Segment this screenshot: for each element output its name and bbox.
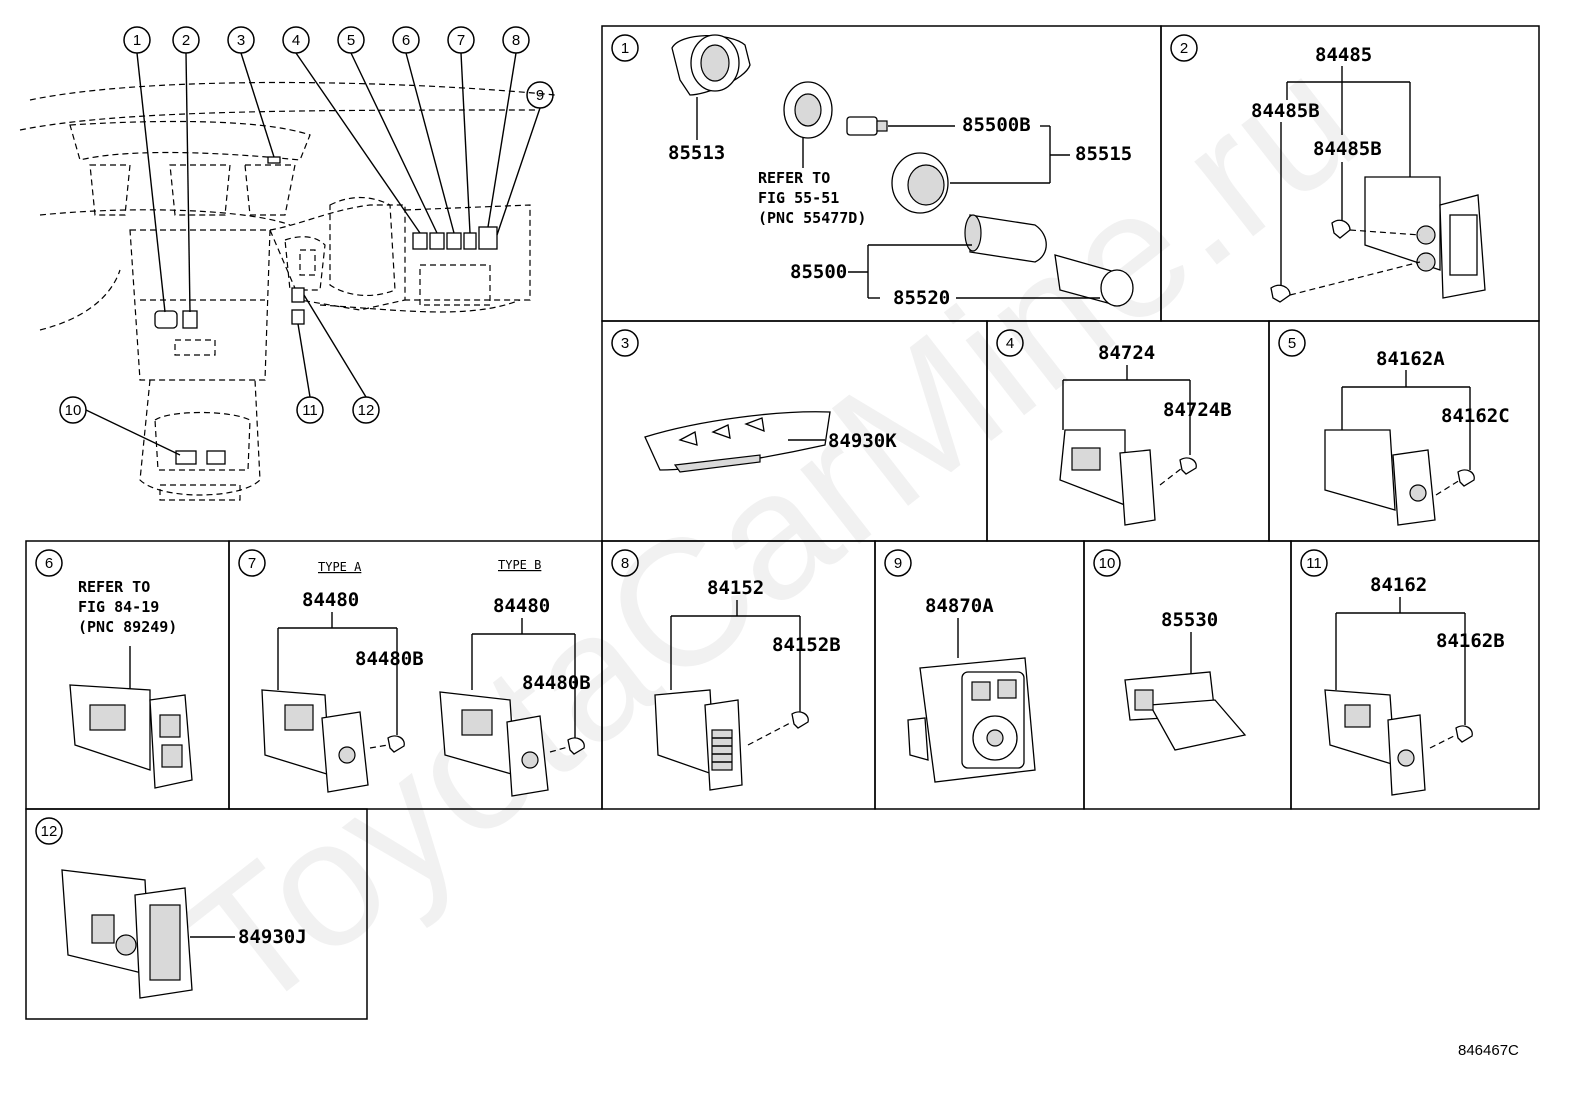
- svg-text:85500: 85500: [790, 261, 847, 283]
- svg-text:84870A: 84870A: [925, 595, 994, 617]
- svg-text:REFER TO: REFER TO: [78, 578, 150, 596]
- svg-text:4: 4: [292, 32, 300, 49]
- overview-callout-6: 6: [392, 26, 455, 234]
- svg-text:11: 11: [1306, 555, 1322, 572]
- section-12: 12 84930J: [25, 808, 368, 1020]
- svg-text:6: 6: [402, 32, 410, 49]
- overview-callout-9: 9: [496, 81, 554, 236]
- svg-text:6: 6: [45, 555, 53, 572]
- svg-text:85530: 85530: [1161, 609, 1218, 631]
- section-6: 6 REFER TO FIG 84-19 (PNC 89249): [25, 540, 230, 810]
- overview-callout-3: 3: [227, 26, 275, 158]
- svg-text:85520: 85520: [893, 287, 950, 309]
- overview-callout-11: 11: [296, 323, 324, 424]
- svg-text:8: 8: [512, 32, 520, 49]
- svg-text:4: 4: [1006, 335, 1014, 352]
- section-9: 9 84870A: [874, 540, 1085, 810]
- svg-text:2: 2: [1180, 40, 1188, 57]
- svg-text:8: 8: [621, 555, 629, 572]
- svg-text:84480B: 84480B: [355, 648, 424, 670]
- svg-text:84162: 84162: [1370, 574, 1427, 596]
- svg-text:10: 10: [65, 402, 82, 419]
- svg-text:84162B: 84162B: [1436, 630, 1505, 652]
- svg-text:1: 1: [133, 32, 141, 49]
- svg-text:9: 9: [894, 555, 902, 572]
- svg-text:84724: 84724: [1098, 342, 1155, 364]
- section-5: 5 84162A 84162C: [1268, 320, 1540, 542]
- overview-callout-1: 1: [123, 26, 166, 313]
- type-b-label: TYPE B: [498, 558, 541, 572]
- svg-text:84162A: 84162A: [1376, 348, 1445, 370]
- svg-text:10: 10: [1099, 555, 1116, 572]
- svg-text:9: 9: [536, 87, 544, 104]
- figure-reference: 846467C: [1458, 1042, 1519, 1059]
- dashboard-overview: 1 2 3 4 5 6 7 8 9 10: [19, 26, 556, 501]
- overview-callout-7: 7: [447, 26, 475, 234]
- svg-text:2: 2: [182, 32, 190, 49]
- section-8: 8 84152 84152B: [601, 540, 876, 810]
- overview-callout-8: 8: [487, 26, 530, 228]
- svg-text:84162C: 84162C: [1441, 405, 1510, 427]
- svg-text:5: 5: [1288, 335, 1296, 352]
- svg-text:84152: 84152: [707, 577, 764, 599]
- svg-text:REFER TO: REFER TO: [758, 169, 830, 187]
- section-2: 2 84485 84485B 84485B: [1160, 25, 1540, 322]
- svg-text:1: 1: [621, 40, 629, 57]
- svg-text:12: 12: [358, 402, 375, 419]
- svg-text:85515: 85515: [1075, 143, 1132, 165]
- svg-text:84480: 84480: [493, 595, 550, 617]
- svg-text:12: 12: [41, 823, 58, 840]
- svg-text:11: 11: [302, 402, 318, 419]
- svg-text:84480B: 84480B: [522, 672, 591, 694]
- svg-text:84485B: 84485B: [1313, 138, 1382, 160]
- svg-text:84485B: 84485B: [1251, 100, 1320, 122]
- overview-callout-5: 5: [337, 26, 438, 234]
- svg-text:FIG 55-51: FIG 55-51: [758, 189, 839, 207]
- type-a-label: TYPE A: [318, 560, 362, 574]
- overview-callout-4: 4: [282, 26, 421, 234]
- svg-text:84930K: 84930K: [828, 430, 897, 452]
- overview-callout-12: 12: [303, 294, 380, 424]
- overview-callout-2: 2: [172, 26, 200, 313]
- svg-text:(PNC 89249): (PNC 89249): [78, 618, 177, 636]
- svg-text:84480: 84480: [302, 589, 359, 611]
- svg-text:7: 7: [248, 555, 256, 572]
- overview-callout-10: 10: [59, 396, 181, 456]
- svg-text:84485: 84485: [1315, 44, 1372, 66]
- svg-text:85500B: 85500B: [962, 114, 1031, 136]
- svg-text:84724B: 84724B: [1163, 399, 1232, 421]
- svg-text:3: 3: [237, 32, 245, 49]
- section-7: 7 TYPE A TYPE B 84480 84480B 84480 84480…: [228, 540, 603, 810]
- svg-text:3: 3: [621, 335, 629, 352]
- svg-text:FIG 84-19: FIG 84-19: [78, 598, 159, 616]
- svg-text:5: 5: [347, 32, 355, 49]
- svg-text:84930J: 84930J: [238, 926, 307, 948]
- svg-text:(PNC 55477D): (PNC 55477D): [758, 209, 866, 227]
- section-10: 10 85530: [1083, 540, 1292, 810]
- svg-text:7: 7: [457, 32, 465, 49]
- part-85513: 85513: [668, 142, 725, 164]
- svg-text:84152B: 84152B: [772, 634, 841, 656]
- section-3: 3 84930K: [601, 320, 988, 542]
- section-11: 11 84162 84162B: [1290, 540, 1540, 810]
